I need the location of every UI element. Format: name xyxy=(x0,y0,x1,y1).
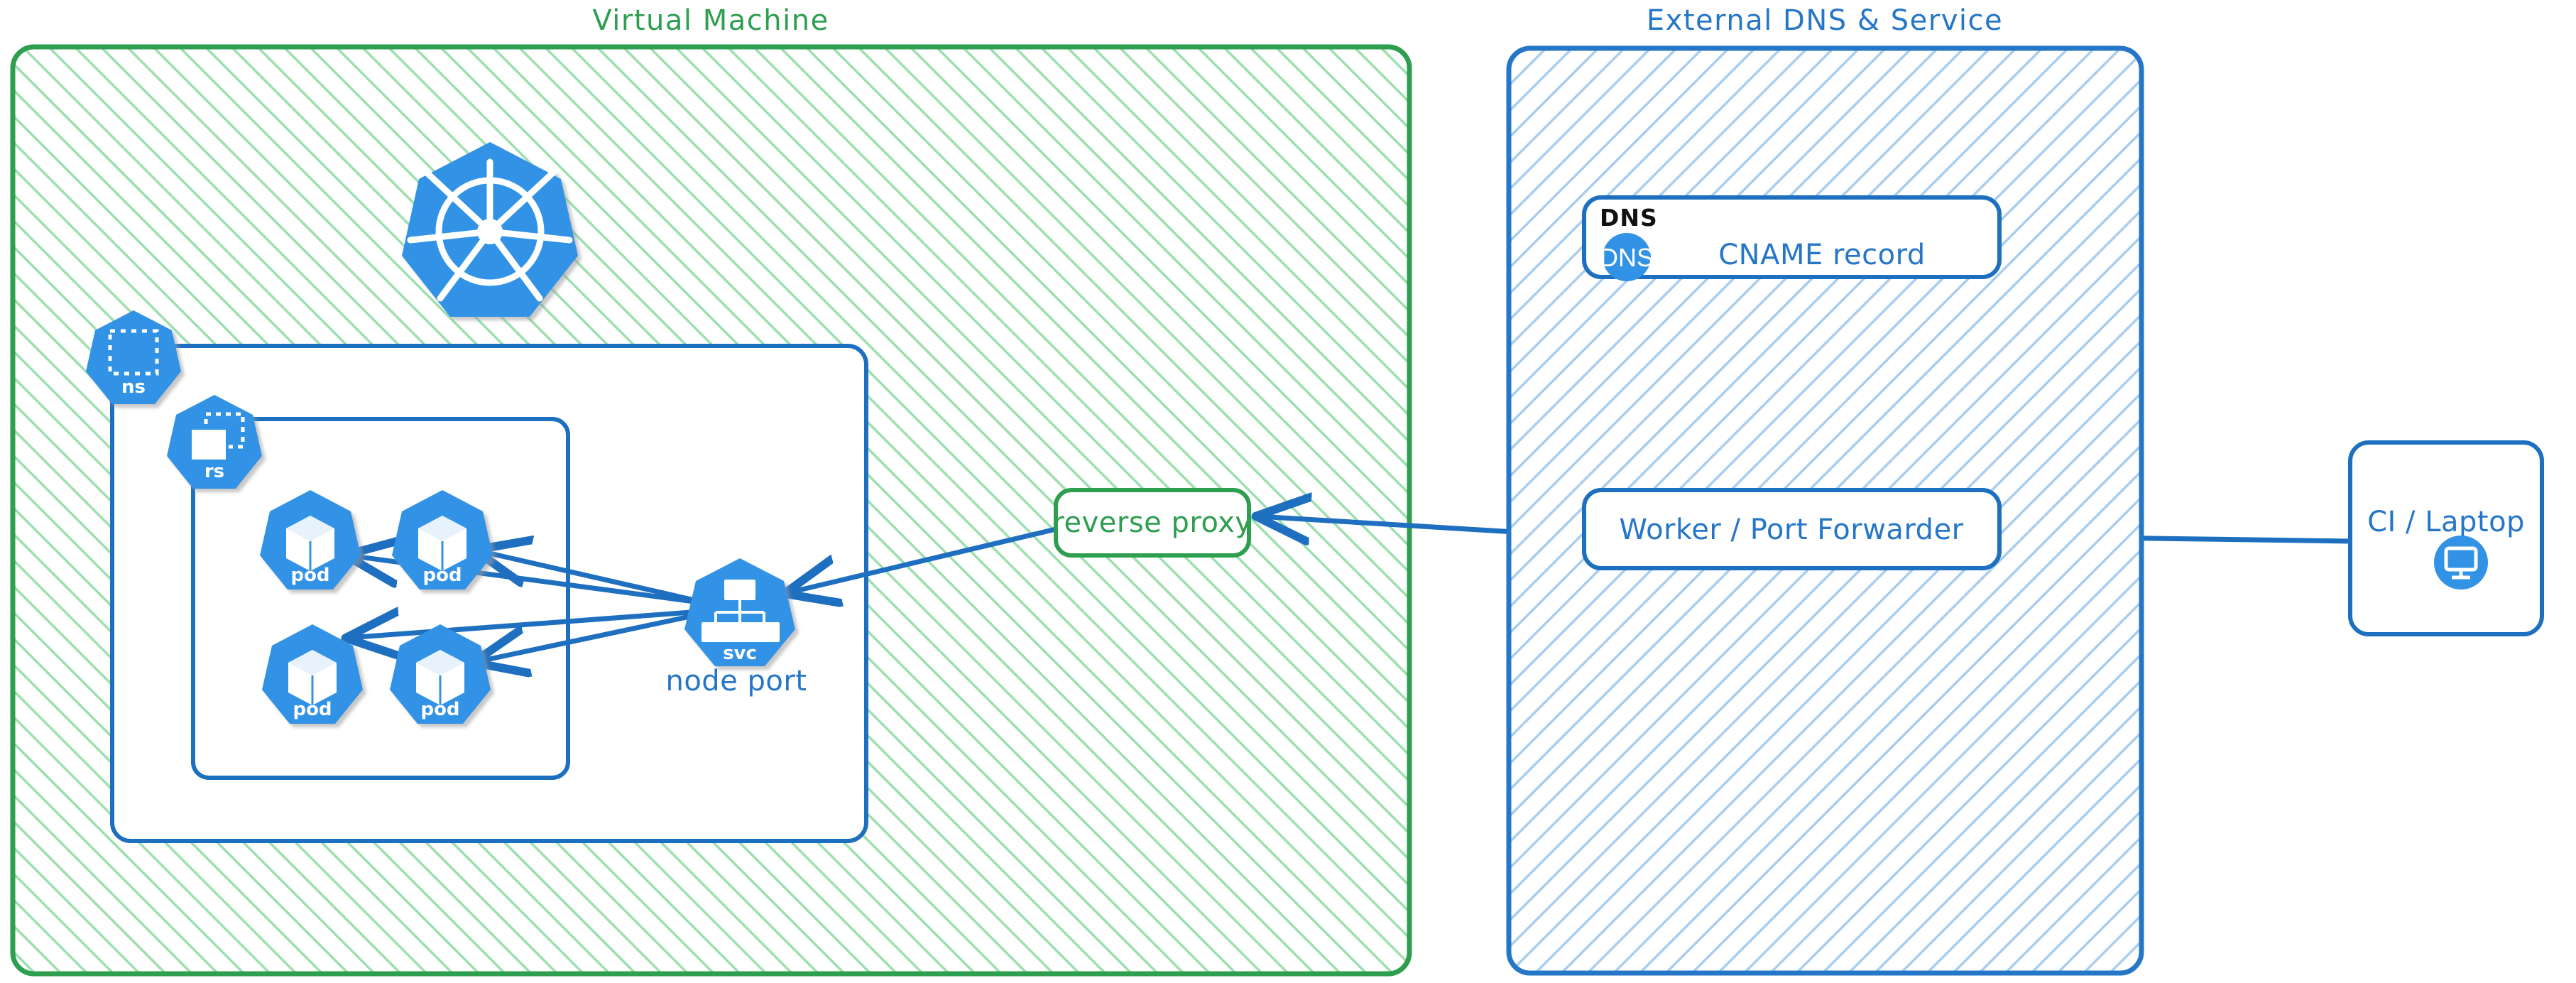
pod-box-icon xyxy=(288,650,337,705)
pod-1-label: pod xyxy=(290,565,329,586)
ns-dashed-square-icon xyxy=(108,329,159,376)
ext-group-title: External DNS & Service xyxy=(1647,4,2003,37)
rs-solid-square-icon xyxy=(189,427,229,462)
kubernetes-wheel-icon xyxy=(402,142,578,317)
pod-box-icon xyxy=(416,650,464,705)
pod-4[interactable]: pod xyxy=(390,624,491,724)
ci-laptop-label: CI / Laptop xyxy=(2367,506,2525,538)
pod-3[interactable]: pod xyxy=(262,624,363,724)
dns-record-frame xyxy=(1582,195,2002,279)
pod-4-label: pod xyxy=(420,699,459,720)
reverse-proxy-frame xyxy=(1054,488,1251,558)
edge-svc-to-pod-2 xyxy=(477,550,713,607)
edge-svc-to-pod-3 xyxy=(348,611,713,638)
pod-box-icon xyxy=(286,516,334,571)
ci-laptop-box[interactable]: CI / Laptop xyxy=(2348,440,2544,636)
cname-record-label: CNAME record xyxy=(1718,239,1926,271)
dns-badge-label: DNS xyxy=(1600,243,1654,272)
worker-port-forwarder-label: Worker / Port Forwarder xyxy=(1619,514,1963,546)
worker-port-forwarder-box[interactable]: Worker / Port Forwarder xyxy=(1582,488,2002,570)
pod-2[interactable]: pod xyxy=(392,490,493,590)
node-port-label: node port xyxy=(665,665,807,697)
desktop-monitor-icon xyxy=(2434,536,2488,590)
dns-record-box[interactable]: DNS DNS CNAME record xyxy=(1582,195,2002,281)
reverse-proxy-label: reverse proxy xyxy=(1052,506,1252,539)
service-tree-icon xyxy=(702,580,780,642)
dns-badge-icon xyxy=(1603,233,1651,281)
pod-box-icon xyxy=(418,516,466,571)
replicaset-icon: rs xyxy=(167,395,262,489)
ns-badge-hexagon xyxy=(86,310,181,404)
pod-2-label: pod xyxy=(422,565,462,586)
vm-group-title: Virtual Machine xyxy=(592,4,829,37)
svc-label: svc xyxy=(723,643,757,664)
ci-laptop-frame xyxy=(2348,440,2544,636)
worker-port-forwarder-frame xyxy=(1582,488,2002,570)
edge-svc-to-pod-4 xyxy=(476,609,713,662)
pod-3-label: pod xyxy=(293,699,332,720)
rs-badge-label: rs xyxy=(204,461,224,482)
rs-container[interactable] xyxy=(191,417,570,780)
ns-badge-label: ns xyxy=(121,376,146,398)
dns-record-type-label: DNS xyxy=(1600,204,1658,232)
edge-reverse-proxy-to-svc xyxy=(787,526,1059,593)
rs-container-frame xyxy=(191,417,570,780)
reverse-proxy-box[interactable]: reverse proxy xyxy=(1052,488,1252,558)
svc-node[interactable]: svc xyxy=(684,558,795,666)
pod-1[interactable]: pod xyxy=(260,490,361,590)
namespace-icon: ns xyxy=(86,310,181,404)
